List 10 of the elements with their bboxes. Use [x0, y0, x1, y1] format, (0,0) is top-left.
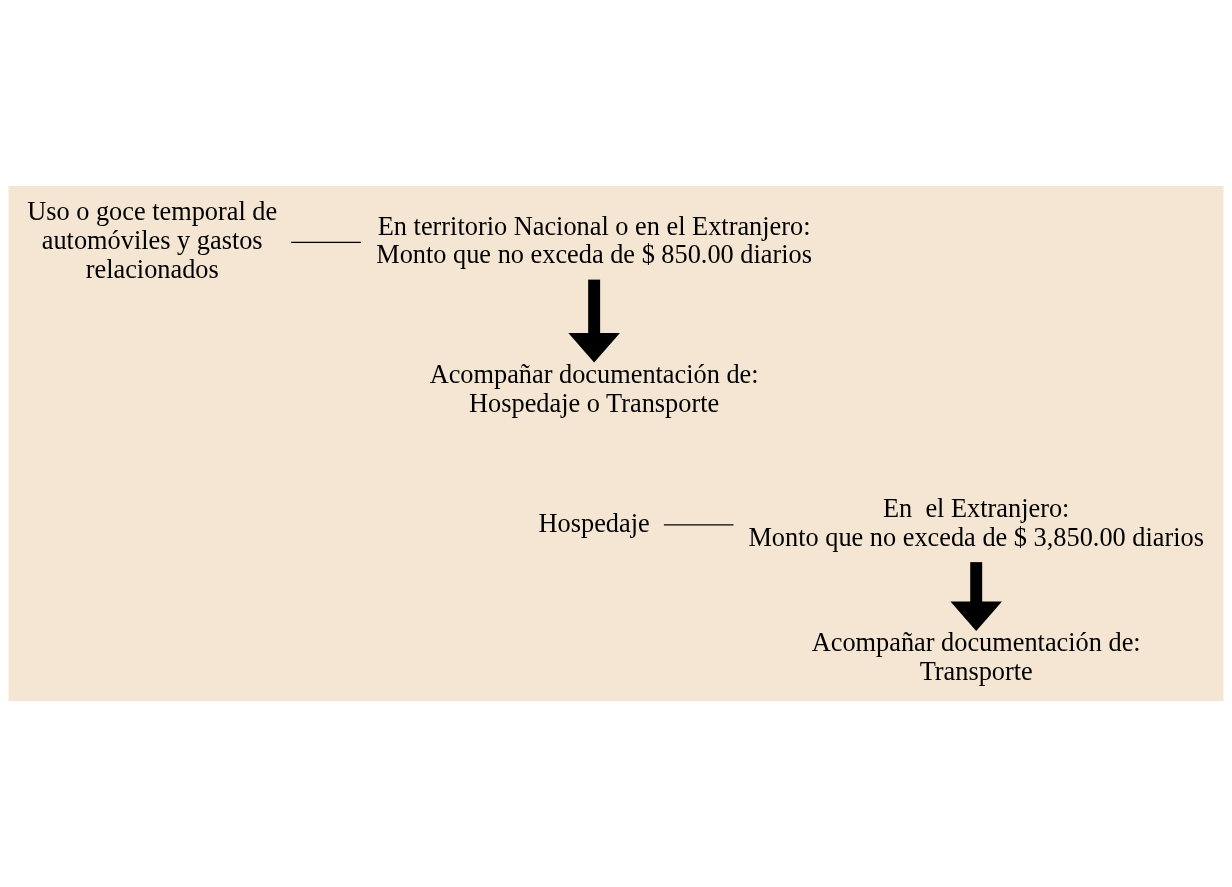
- arrow: [950, 562, 1002, 632]
- node-text: Acompañar documentación de: Hospedaje o Transporte: [429, 360, 759, 418]
- node-text: En territorio Nacional o en el Extranjero: Monto que no exceda de $ 850.00 diarios: [376, 211, 813, 270]
- arrow: [568, 279, 620, 363]
- node-text: Acompañar documentación de: Transporte: [811, 628, 1141, 687]
- node-text: Hospedaje: [538, 508, 650, 538]
- connector: [290, 241, 362, 243]
- node-text: En el Extranjero: Monto que no exceda de $ 3,850.00 diarios: [748, 494, 1204, 553]
- node-text: Uso o goce temporal de automóviles y gastos relacionados: [27, 197, 278, 284]
- connector: [663, 524, 735, 526]
